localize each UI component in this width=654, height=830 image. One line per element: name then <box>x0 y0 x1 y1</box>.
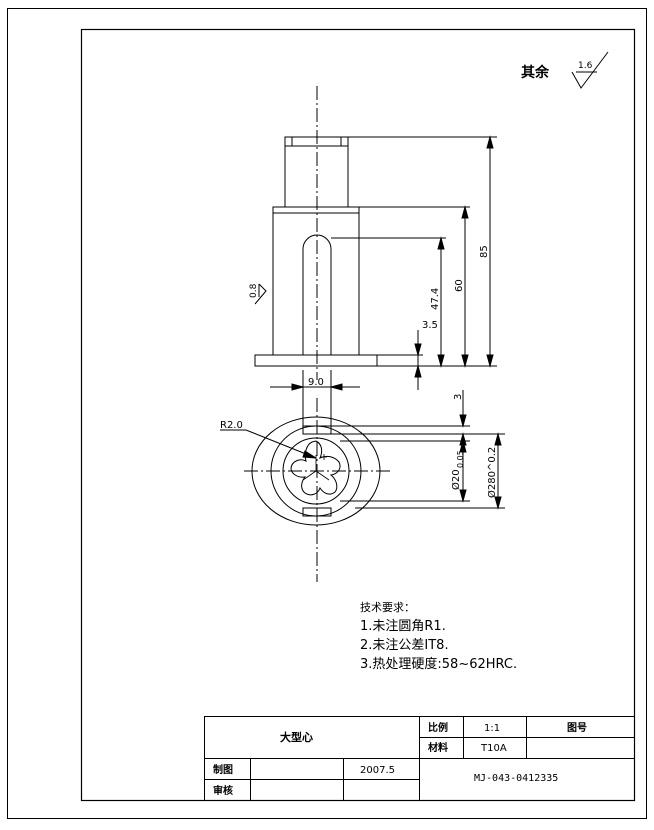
material-value: T10A <box>480 743 507 754</box>
draft-date: 2007.5 <box>360 765 395 776</box>
dim-slot-depth: 47.4 <box>430 288 441 310</box>
dim-outer-dia: Ø280^0.2 <box>486 447 498 498</box>
flange <box>254 354 378 367</box>
surface-finish-value: 1.6 <box>578 61 593 71</box>
dim-inner-dia: Ø20 <box>450 469 462 490</box>
slot-top <box>302 425 332 435</box>
title-block <box>204 716 635 801</box>
tech-req-item-3: 3.热处理硬度:58~62HRC. <box>360 656 517 672</box>
side-roughness-value: 0.8 <box>249 283 259 298</box>
scale-label: 比例 <box>428 721 448 734</box>
crosshair-marker-icon <box>321 454 327 460</box>
scale-value: 1:1 <box>484 723 500 734</box>
three-lobe-core <box>290 440 341 496</box>
slot-bottom <box>302 507 332 517</box>
roughness-side-icon <box>254 283 267 305</box>
material-label: 材料 <box>428 741 448 754</box>
dim-inner-tol: 0.05 <box>456 450 465 468</box>
tech-req-title: 技术要求： <box>360 601 415 614</box>
drawing-number: MJ-043-0412335 <box>474 773 558 784</box>
dim-radius: R2.0 <box>220 420 243 431</box>
drawing-frame <box>80 28 636 802</box>
drafted-label: 制图 <box>213 763 233 776</box>
dim-total-height: 85 <box>479 245 490 258</box>
outer-border <box>7 8 647 819</box>
inner-bore <box>282 437 350 505</box>
top-view <box>220 390 505 582</box>
tech-req-item-1: 1.未注圆角R1. <box>360 619 446 634</box>
outer-flange-ring <box>251 416 381 526</box>
drawing-no-label: 图号 <box>567 722 587 734</box>
dim-slot-width: 9.0 <box>308 377 324 388</box>
center-slot <box>302 234 332 355</box>
side-view <box>254 86 497 430</box>
dim-body-height: 60 <box>454 279 465 292</box>
technical-requirements: 技术要求： 1.未注圆角R1. 2.未注公差IT8. 3.热处理硬度:58~62… <box>360 601 517 672</box>
main-body <box>272 206 360 356</box>
tech-req-item-2: 2.未注公差IT8. <box>360 638 449 653</box>
dim-flange-thickness: 3.5 <box>422 320 438 331</box>
surface-finish-note: 其余 1.6 <box>521 51 609 89</box>
part-name: 大型心 <box>280 730 313 744</box>
radius-leader <box>220 429 317 459</box>
checked-label: 审核 <box>213 784 233 797</box>
roughness-symbol-icon <box>571 51 609 89</box>
surface-finish-label: 其余 <box>521 64 550 81</box>
dim-top-offset: 3 <box>453 394 464 400</box>
